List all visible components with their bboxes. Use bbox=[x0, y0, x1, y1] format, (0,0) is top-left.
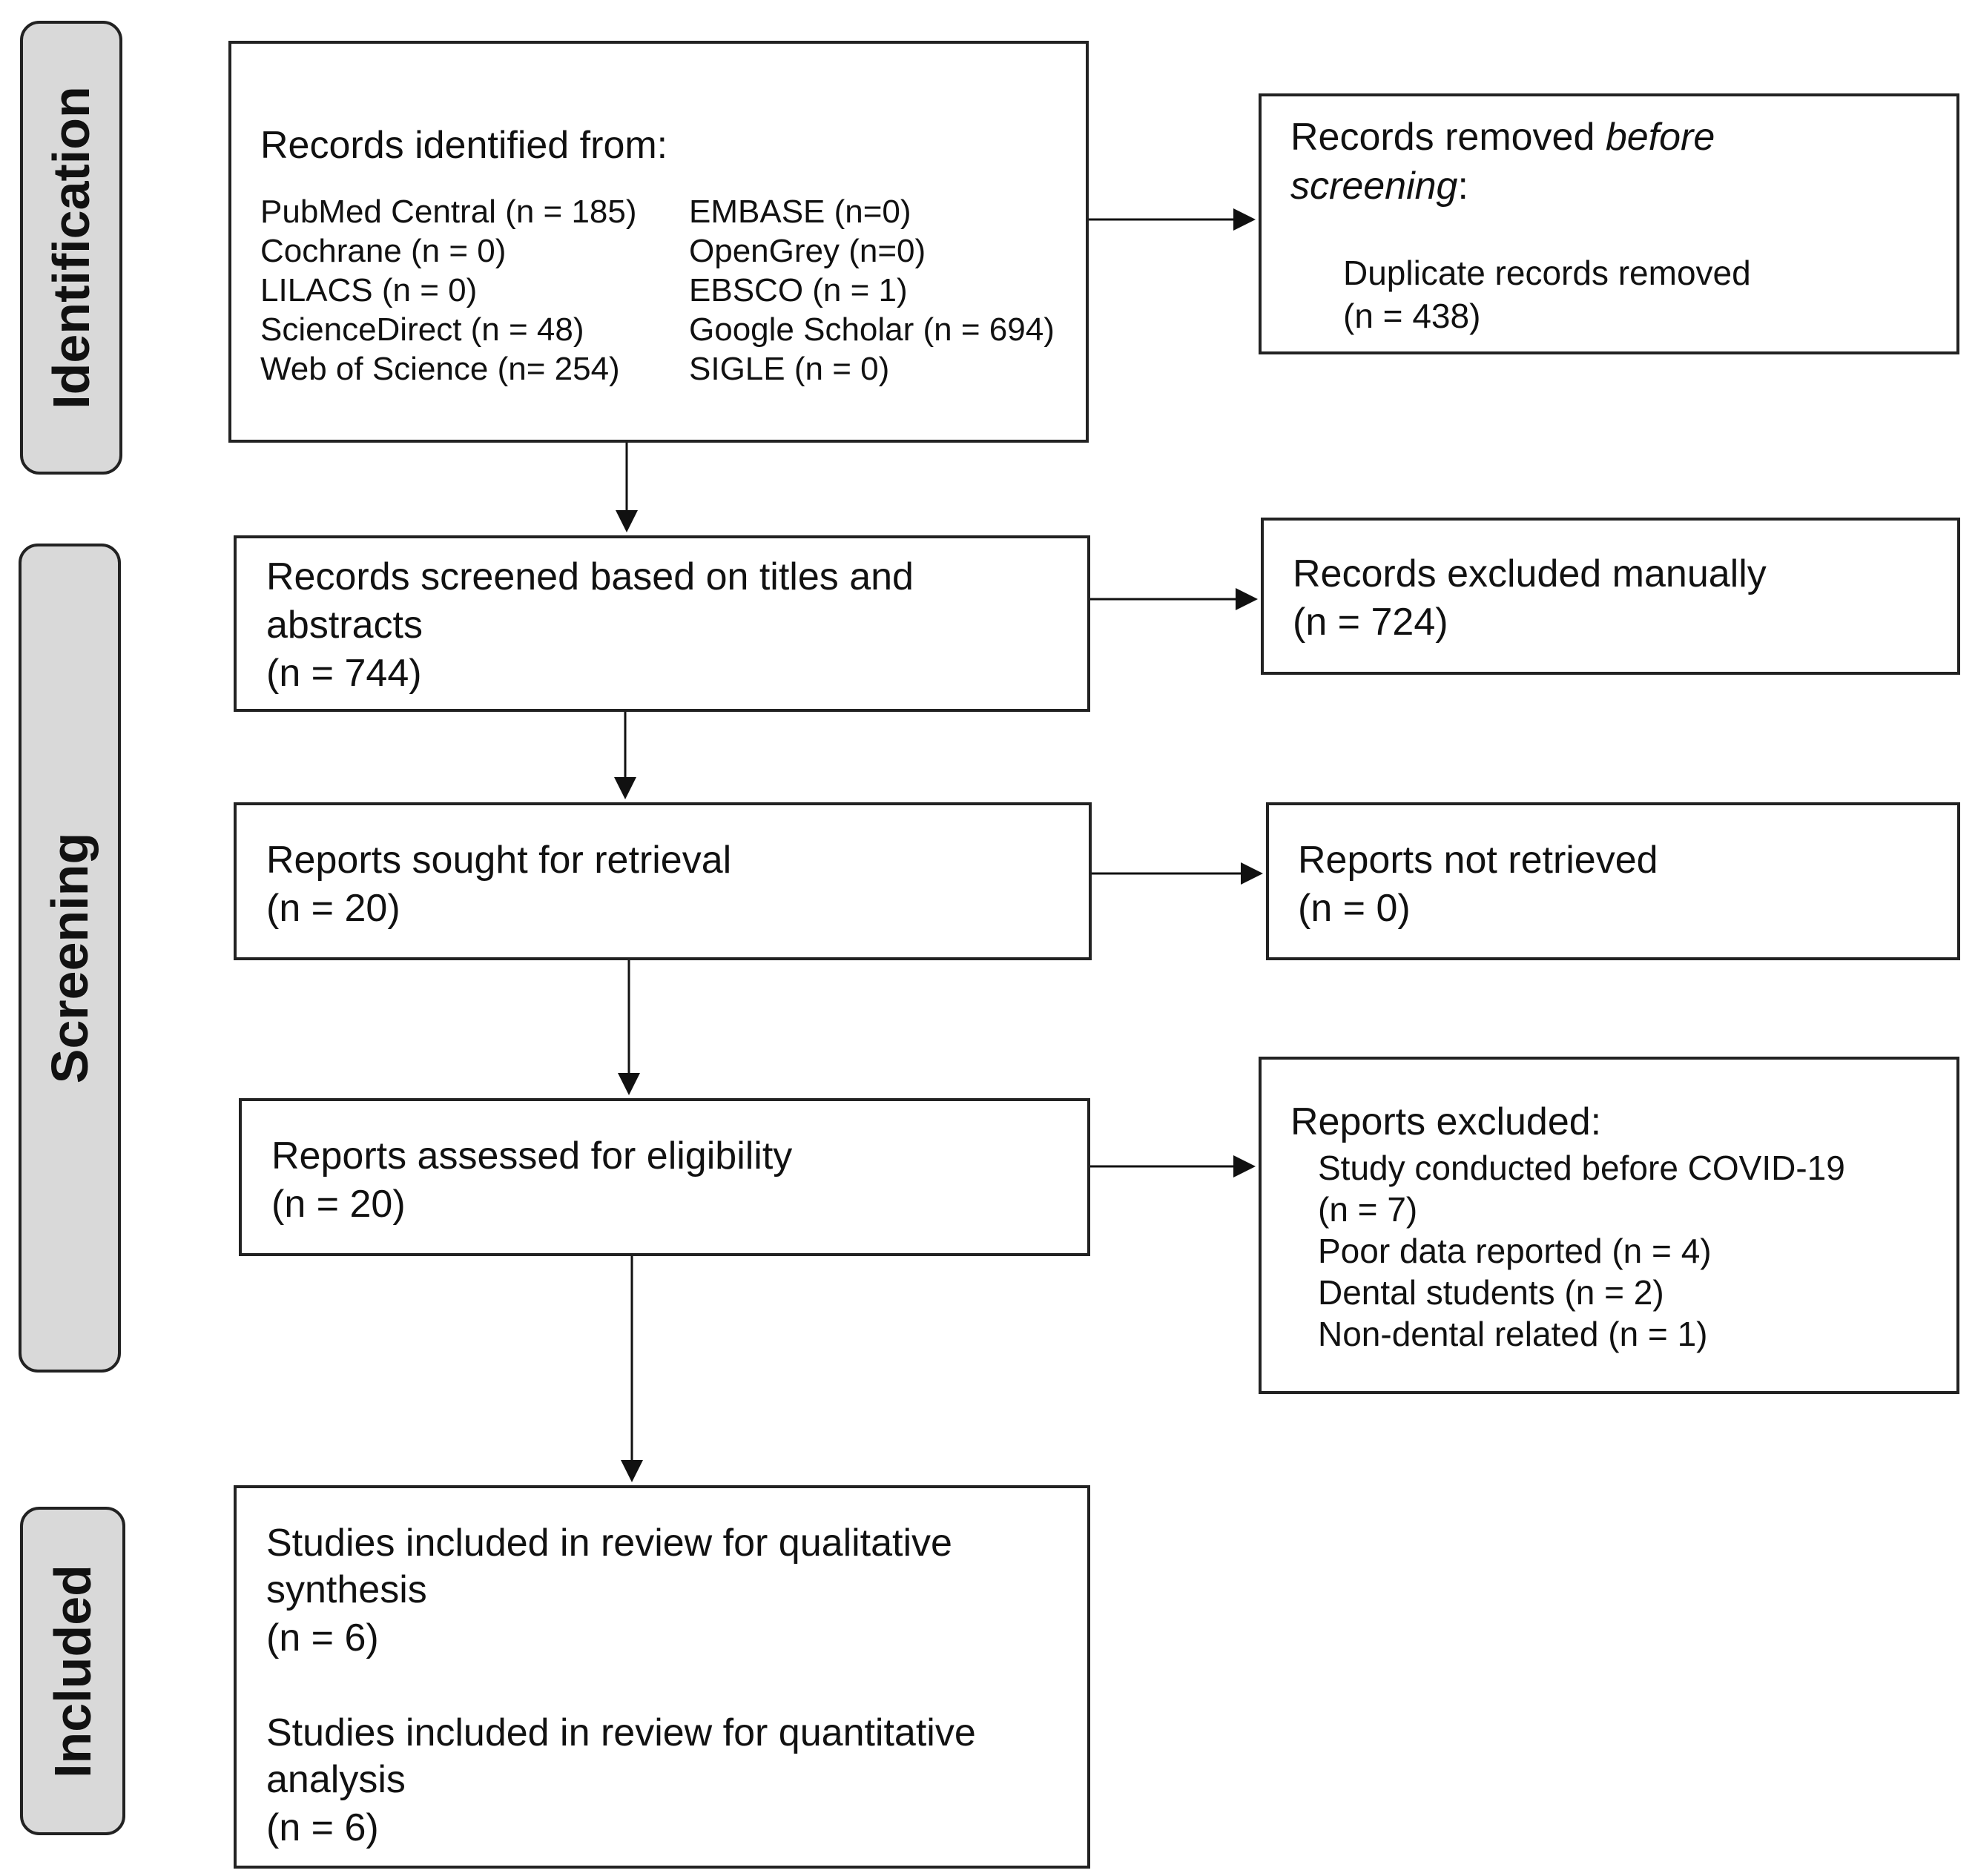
source-item: Google Scholar (n = 694) bbox=[689, 311, 1055, 348]
source-item: EBSCO (n = 1) bbox=[689, 272, 908, 308]
records-removed-title-suffix: : bbox=[1457, 165, 1468, 208]
exclusion-reason: (n = 7) bbox=[1318, 1190, 1418, 1229]
records-screened-line2: abstracts bbox=[266, 604, 423, 647]
sources-left-column: PubMed Central (n = 185) Cochrane (n = 0… bbox=[260, 192, 637, 389]
source-item: OpenGrey (n=0) bbox=[689, 233, 926, 269]
records-removed-title-emph2: screening bbox=[1290, 165, 1458, 208]
records-removed-title-prefix: Records removed bbox=[1290, 116, 1606, 159]
records-identified-title: Records identified from: bbox=[260, 124, 668, 167]
duplicate-records-count: (n = 438) bbox=[1343, 297, 1481, 335]
exclusion-reasons-list: Study conducted before COVID-19 (n = 7) … bbox=[1318, 1147, 1845, 1355]
quantitative-line1: Studies included in review for quantitat… bbox=[266, 1711, 976, 1754]
exclusion-reason: Study conducted before COVID-19 bbox=[1318, 1149, 1845, 1187]
reports-not-retrieved-line1: Reports not retrieved bbox=[1298, 839, 1658, 882]
reports-not-retrieved-box: Reports not retrieved (n = 0) bbox=[1266, 802, 1960, 960]
duplicate-records-line: Duplicate records removed bbox=[1343, 254, 1751, 292]
records-removed-title: Records removed before screening: bbox=[1290, 113, 1715, 211]
records-screened-box: Records screened based on titles and abs… bbox=[234, 535, 1090, 712]
reports-sought-count: (n = 20) bbox=[266, 887, 400, 930]
qualitative-count: (n = 6) bbox=[266, 1616, 379, 1659]
source-item: LILACS (n = 0) bbox=[260, 272, 478, 308]
source-item: PubMed Central (n = 185) bbox=[260, 194, 637, 230]
records-excluded-count: (n = 724) bbox=[1293, 601, 1448, 644]
exclusion-reason: Dental students (n = 2) bbox=[1318, 1273, 1664, 1312]
records-removed-title-emph1: before bbox=[1605, 116, 1715, 159]
reports-excluded-title: Reports excluded: bbox=[1290, 1100, 1602, 1143]
source-item: ScienceDirect (n = 48) bbox=[260, 311, 584, 348]
reports-assessed-box: Reports assessed for eligibility (n = 20… bbox=[239, 1098, 1090, 1256]
sources-right-column: EMBASE (n=0) OpenGrey (n=0) EBSCO (n = 1… bbox=[689, 192, 1055, 389]
phase-identification-label: Identification bbox=[42, 86, 100, 409]
reports-assessed-count: (n = 20) bbox=[271, 1183, 406, 1226]
phase-included-label: Included bbox=[44, 1564, 102, 1778]
phase-screening: Screening bbox=[19, 544, 121, 1373]
phase-included: Included bbox=[20, 1507, 125, 1835]
records-screened-count: (n = 744) bbox=[266, 652, 422, 695]
reports-sought-box: Reports sought for retrieval (n = 20) bbox=[234, 802, 1092, 960]
reports-assessed-line1: Reports assessed for eligibility bbox=[271, 1134, 793, 1178]
exclusion-reason: Non-dental related (n = 1) bbox=[1318, 1315, 1708, 1353]
records-removed-box: Records removed before screening: Duplic… bbox=[1259, 93, 1959, 354]
phase-identification: Identification bbox=[20, 21, 122, 475]
qualitative-line1: Studies included in review for qualitati… bbox=[266, 1522, 952, 1565]
records-screened-line1: Records screened based on titles and bbox=[266, 555, 914, 598]
reports-sought-line1: Reports sought for retrieval bbox=[266, 839, 732, 882]
source-item: EMBASE (n=0) bbox=[689, 194, 911, 230]
reports-not-retrieved-count: (n = 0) bbox=[1298, 887, 1411, 930]
source-item: SIGLE (n = 0) bbox=[689, 351, 890, 387]
records-identified-box: Records identified from: PubMed Central … bbox=[228, 41, 1089, 443]
studies-included-box: Studies included in review for qualitati… bbox=[234, 1485, 1090, 1869]
records-excluded-line1: Records excluded manually bbox=[1293, 552, 1767, 595]
source-item: Cochrane (n = 0) bbox=[260, 233, 507, 269]
reports-excluded-box: Reports excluded: Study conducted before… bbox=[1259, 1057, 1959, 1394]
quantitative-line2: analysis bbox=[266, 1758, 406, 1801]
records-excluded-box: Records excluded manually (n = 724) bbox=[1261, 518, 1960, 675]
qualitative-line2: synthesis bbox=[266, 1568, 427, 1611]
source-item: Web of Science (n= 254) bbox=[260, 351, 620, 387]
exclusion-reason: Poor data reported (n = 4) bbox=[1318, 1232, 1712, 1270]
phase-screening-label: Screening bbox=[41, 832, 99, 1084]
quantitative-count: (n = 6) bbox=[266, 1806, 379, 1849]
